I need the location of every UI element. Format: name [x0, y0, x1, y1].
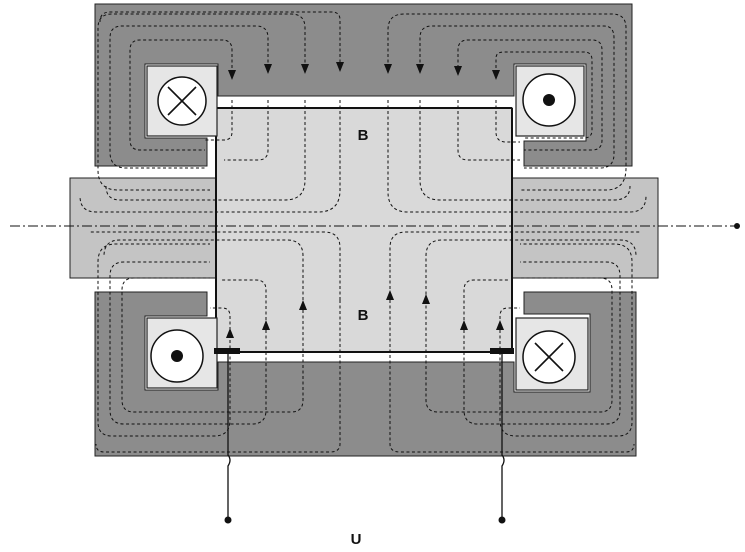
flux-arrows-lower — [226, 290, 504, 338]
flux-label-lower: B — [358, 307, 369, 324]
right-contact-bar — [490, 348, 514, 354]
flux-lines-upper — [79, 11, 647, 213]
coil-top-left — [146, 65, 218, 137]
right-lead-wire — [501, 354, 505, 520]
lower-stator-yoke — [94, 291, 637, 457]
left-shaft — [69, 177, 219, 279]
flux-lines-lower — [90, 231, 640, 453]
left-lead-wire — [227, 354, 231, 520]
axis-end-dot — [734, 223, 740, 229]
central-gap-region — [215, 107, 513, 353]
voltage-label: U — [351, 531, 362, 548]
coil-bottom-right — [515, 317, 589, 391]
left-contact-bar — [214, 348, 240, 354]
flux-arrows-upper — [228, 62, 500, 80]
coil-bottom-left — [146, 317, 218, 389]
right-terminal — [498, 516, 506, 524]
upper-stator-yoke — [94, 3, 633, 167]
right-shaft — [511, 177, 659, 279]
flux-label-upper: B — [358, 127, 369, 144]
coil-top-right — [515, 65, 585, 137]
left-terminal — [224, 516, 232, 524]
